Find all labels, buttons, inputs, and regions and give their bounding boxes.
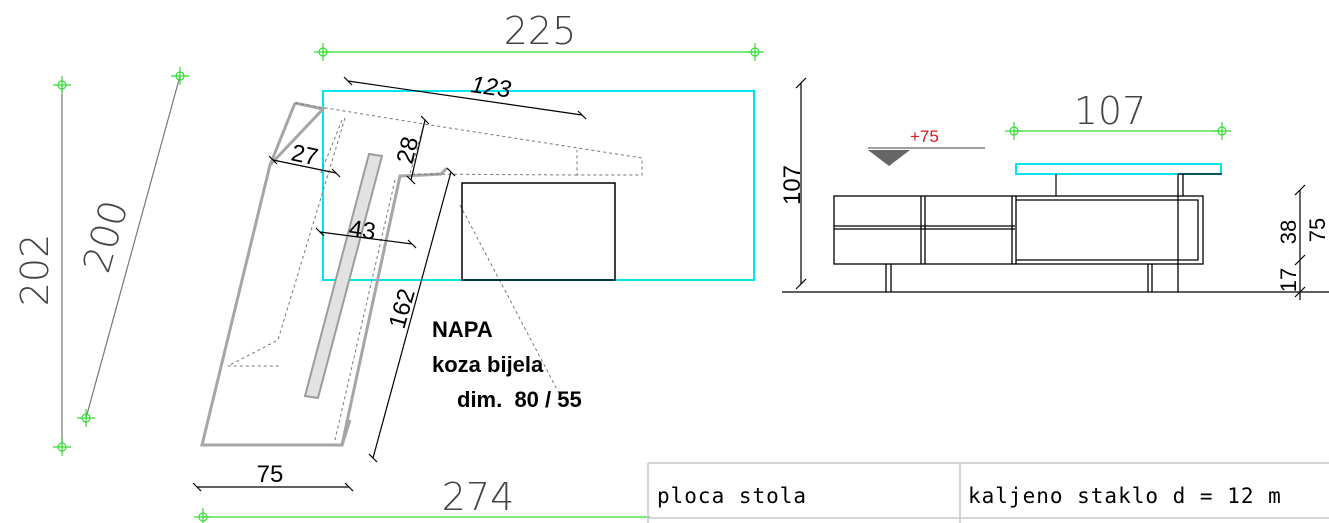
dim-label-28: 28 [392, 134, 425, 166]
elevation-view: 107 +75 107 [779, 77, 1329, 300]
dim-line-heights-right [1294, 184, 1306, 300]
hood-rect [461, 182, 616, 281]
dim-line-202 [53, 76, 71, 456]
plan-view: 225 123 [13, 9, 764, 523]
dim-label-162: 162 [384, 286, 421, 332]
dim-line-200 [77, 67, 189, 427]
hood-note-material: koza bijela [432, 352, 544, 377]
dim-line-225 [314, 43, 764, 61]
dim-line-28 [406, 115, 430, 185]
dim-label-27: 27 [289, 139, 321, 171]
hood-note-dimensions: dim. 80 / 55 [457, 387, 582, 412]
spec-row-label: ploca stola [657, 484, 807, 508]
dim-label-75-bottom: 75 [257, 461, 284, 488]
dim-line-107-glass [1005, 122, 1231, 140]
level-marker-label: +75 [910, 127, 939, 146]
glass-top [1015, 163, 1222, 175]
dim-line-75-bottom [192, 482, 354, 492]
counter-outline [200, 101, 449, 447]
dim-label-38: 38 [1276, 220, 1301, 244]
cabinet-body [833, 173, 1222, 292]
dim-line-274 [194, 508, 650, 523]
dim-line-123 [343, 76, 587, 120]
dim-label-123: 123 [469, 71, 513, 103]
dim-label-107-glass: 107 [1074, 89, 1147, 133]
dim-label-75-right: 75 [1305, 218, 1329, 242]
dim-label-200: 200 [74, 195, 136, 277]
dim-line-107-vertical [795, 77, 807, 290]
table-top-outline [322, 90, 755, 281]
dim-label-202: 202 [13, 234, 57, 307]
dim-label-107-vertical: 107 [779, 165, 806, 205]
dim-label-17: 17 [1276, 268, 1301, 292]
dim-label-43: 43 [347, 215, 377, 245]
narrow-bar [303, 152, 384, 400]
spec-table: ploca stola kaljeno staklo d = 12 m [647, 462, 1329, 523]
dim-label-225: 225 [504, 9, 577, 53]
hood-note-title: NAPA [432, 317, 493, 342]
dim-line-27 [268, 155, 341, 178]
dim-line-162 [368, 167, 456, 463]
counter-dashed-lines [227, 102, 643, 441]
dim-label-274: 274 [442, 475, 515, 519]
spec-row-value: kaljeno staklo d = 12 m [968, 484, 1282, 508]
level-marker-triangle [868, 150, 910, 166]
dim-line-43 [315, 227, 417, 249]
